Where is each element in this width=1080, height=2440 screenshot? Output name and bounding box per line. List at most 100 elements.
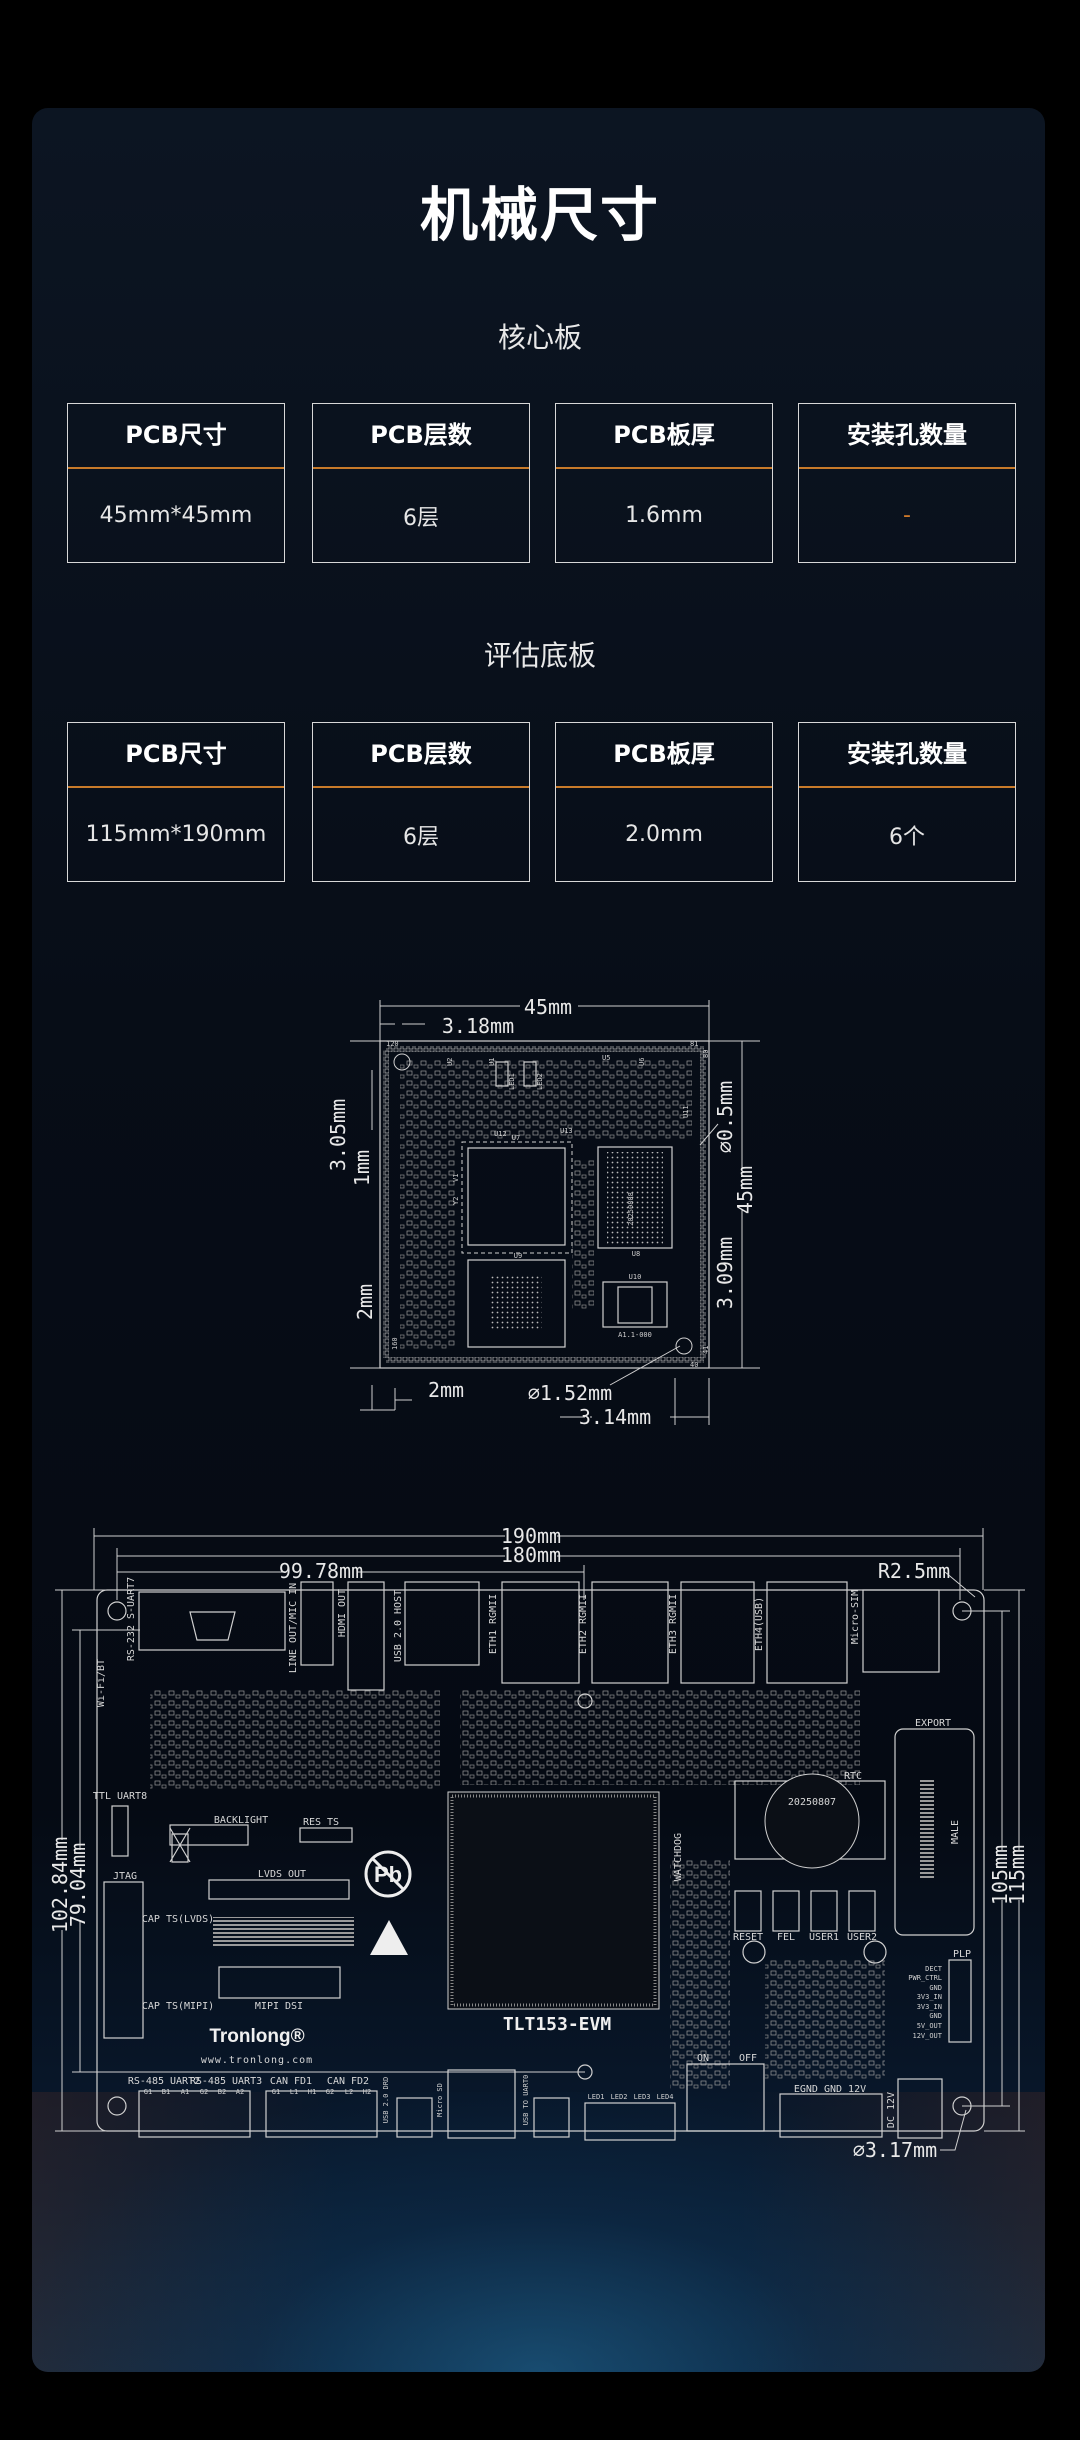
label-plp: PLP	[953, 1949, 971, 1960]
led-array	[584, 2102, 676, 2141]
led2-label: LED2	[536, 1073, 544, 1090]
fel-button	[772, 1890, 800, 1932]
passives-area-1	[150, 1690, 440, 1790]
label-on: ON	[697, 2053, 709, 2064]
passives-area-3	[670, 1860, 730, 2090]
rtc-marking: 20250807	[788, 1797, 836, 1808]
fiducial-bottom-right	[675, 1337, 693, 1355]
pin-label: A1	[181, 2088, 189, 2096]
spec-value: 6层	[403, 505, 439, 531]
label-rs232: RS-232 S-UART7	[126, 1577, 137, 1661]
user1-button	[810, 1890, 838, 1932]
usb-uart0-connector	[533, 2097, 570, 2138]
plp-pin-labels: DECT PWR_CTRL GND 3V3_IN 3V3_IN GND 5V_O…	[908, 1965, 943, 2040]
lvds-fpc	[213, 1917, 354, 1948]
label-user2: USER2	[847, 1932, 877, 1943]
eth2-jack	[591, 1581, 669, 1684]
hdmi-connector	[347, 1581, 385, 1691]
plp-pin-label: DECT	[925, 1965, 943, 1973]
dim-180mm: 180mm	[501, 1543, 561, 1567]
db9-shell	[189, 1611, 236, 1641]
label-res-ts: RES TS	[303, 1817, 339, 1828]
rtc-battery	[764, 1773, 860, 1869]
label-wifi-bt: Wi-Fi/BT	[96, 1659, 107, 1707]
dim-115mm: 115mm	[1005, 1845, 1029, 1905]
dim-105mm: 105mm	[988, 1845, 1012, 1905]
reset-button	[734, 1890, 762, 1932]
label-hdmi: HDMI OUT	[337, 1589, 348, 1637]
lvds-out-header	[208, 1879, 350, 1900]
label-eth2: ETH2 RGMII	[578, 1594, 589, 1654]
edge-pads-bottom	[386, 1357, 704, 1363]
dim-79-04mm: 79.04mm	[66, 1843, 90, 1927]
dim-width-45mm: 45mm	[524, 995, 572, 1019]
pin-81-label: 81	[690, 1040, 698, 1048]
label-power-terminal: EGND GND 12V	[794, 2084, 866, 2095]
eth3-jack	[680, 1581, 755, 1684]
u7-keepout	[461, 1141, 573, 1254]
spec-value: 6个	[889, 824, 925, 850]
label-mipi-dsi: MIPI DSI	[255, 2001, 303, 2012]
dim-102-84mm: 102.84mm	[48, 1837, 72, 1933]
u6-label: U6	[638, 1058, 646, 1066]
spec-value: 115mm*190mm	[85, 822, 267, 847]
spec-value: -	[903, 503, 911, 528]
u8-marking: 20250808	[627, 1192, 635, 1226]
label-user1: USER1	[809, 1932, 839, 1943]
socket-pins	[450, 1794, 657, 2007]
spec-header: PCB板厚	[556, 723, 772, 788]
dim-2mm-left: 2mm	[353, 1284, 377, 1320]
label-male: MALE	[950, 1820, 961, 1844]
dim-0-5mm: ∅0.5mm	[713, 1081, 737, 1153]
pin-80-label: 80	[702, 1050, 710, 1058]
passives-area-2	[460, 1690, 860, 1785]
weee-bin-icon	[169, 1827, 191, 1863]
label-watchdog: WATCHDOG	[673, 1833, 684, 1881]
plp-pin-label: 5V_OUT	[917, 2022, 943, 2030]
dim-3-05mm: 3.05mm	[326, 1099, 350, 1171]
res-ts-header	[299, 1827, 353, 1843]
u1-label: U1	[488, 1058, 496, 1066]
u9-label: U9	[514, 1252, 522, 1260]
spec-value: 1.6mm	[625, 503, 703, 528]
spec-value: 2.0mm	[625, 822, 703, 847]
ttl-uart8-header	[111, 1805, 129, 1857]
label-led: LED1	[588, 2093, 605, 2101]
led2-part	[523, 1061, 537, 1087]
eth4-jack	[766, 1581, 848, 1684]
audio-jack	[300, 1581, 334, 1666]
label-eth4: ETH4(USB)	[754, 1597, 765, 1651]
core-board-heading: 核心板	[497, 321, 582, 354]
u9-ball-grid	[490, 1275, 542, 1330]
plp-pin-label: 12V_OUT	[912, 2032, 942, 2040]
pin-label: A2	[236, 2088, 244, 2096]
u9-chip	[467, 1259, 566, 1348]
label-fel: FEL	[777, 1932, 795, 1943]
rs485-pin-labels: G1 B1 A1 G2 B2 A2	[144, 2088, 244, 2096]
eval-board-drawing: Pb 190mm 180mm 99.78mm R2.5mm 102.84mm 7…	[48, 1524, 1029, 2162]
micro-sd-slot	[447, 2069, 516, 2139]
eval-board-heading: 评估底板	[483, 639, 596, 672]
export-pins	[920, 1780, 934, 1880]
core-board-drawing: 20250808 U7 U9 U8 U10 A1.1-000 U12 U13 L…	[326, 995, 760, 1429]
u11-label: U11	[682, 1105, 690, 1118]
plp-pin-label: GND	[929, 2012, 942, 2020]
dim-3-14mm: 3.14mm	[579, 1405, 651, 1429]
label-usb-drd: USB 2.0 DRD	[382, 2077, 390, 2123]
spec-header: PCB层数	[313, 723, 529, 788]
label-led: LED3	[634, 2093, 651, 2101]
label-reset: RESET	[733, 1932, 763, 1943]
spec-header: 安装孔数量	[799, 723, 1015, 788]
db9-rs232-connector	[138, 1591, 286, 1651]
page-title: 机械尺寸	[419, 181, 660, 249]
edge-pads-right	[700, 1050, 706, 1358]
v1-label: V1	[452, 1174, 460, 1182]
y2-label: Y2	[452, 1197, 460, 1205]
spec-cell-holes: 安装孔数量-	[798, 403, 1016, 563]
